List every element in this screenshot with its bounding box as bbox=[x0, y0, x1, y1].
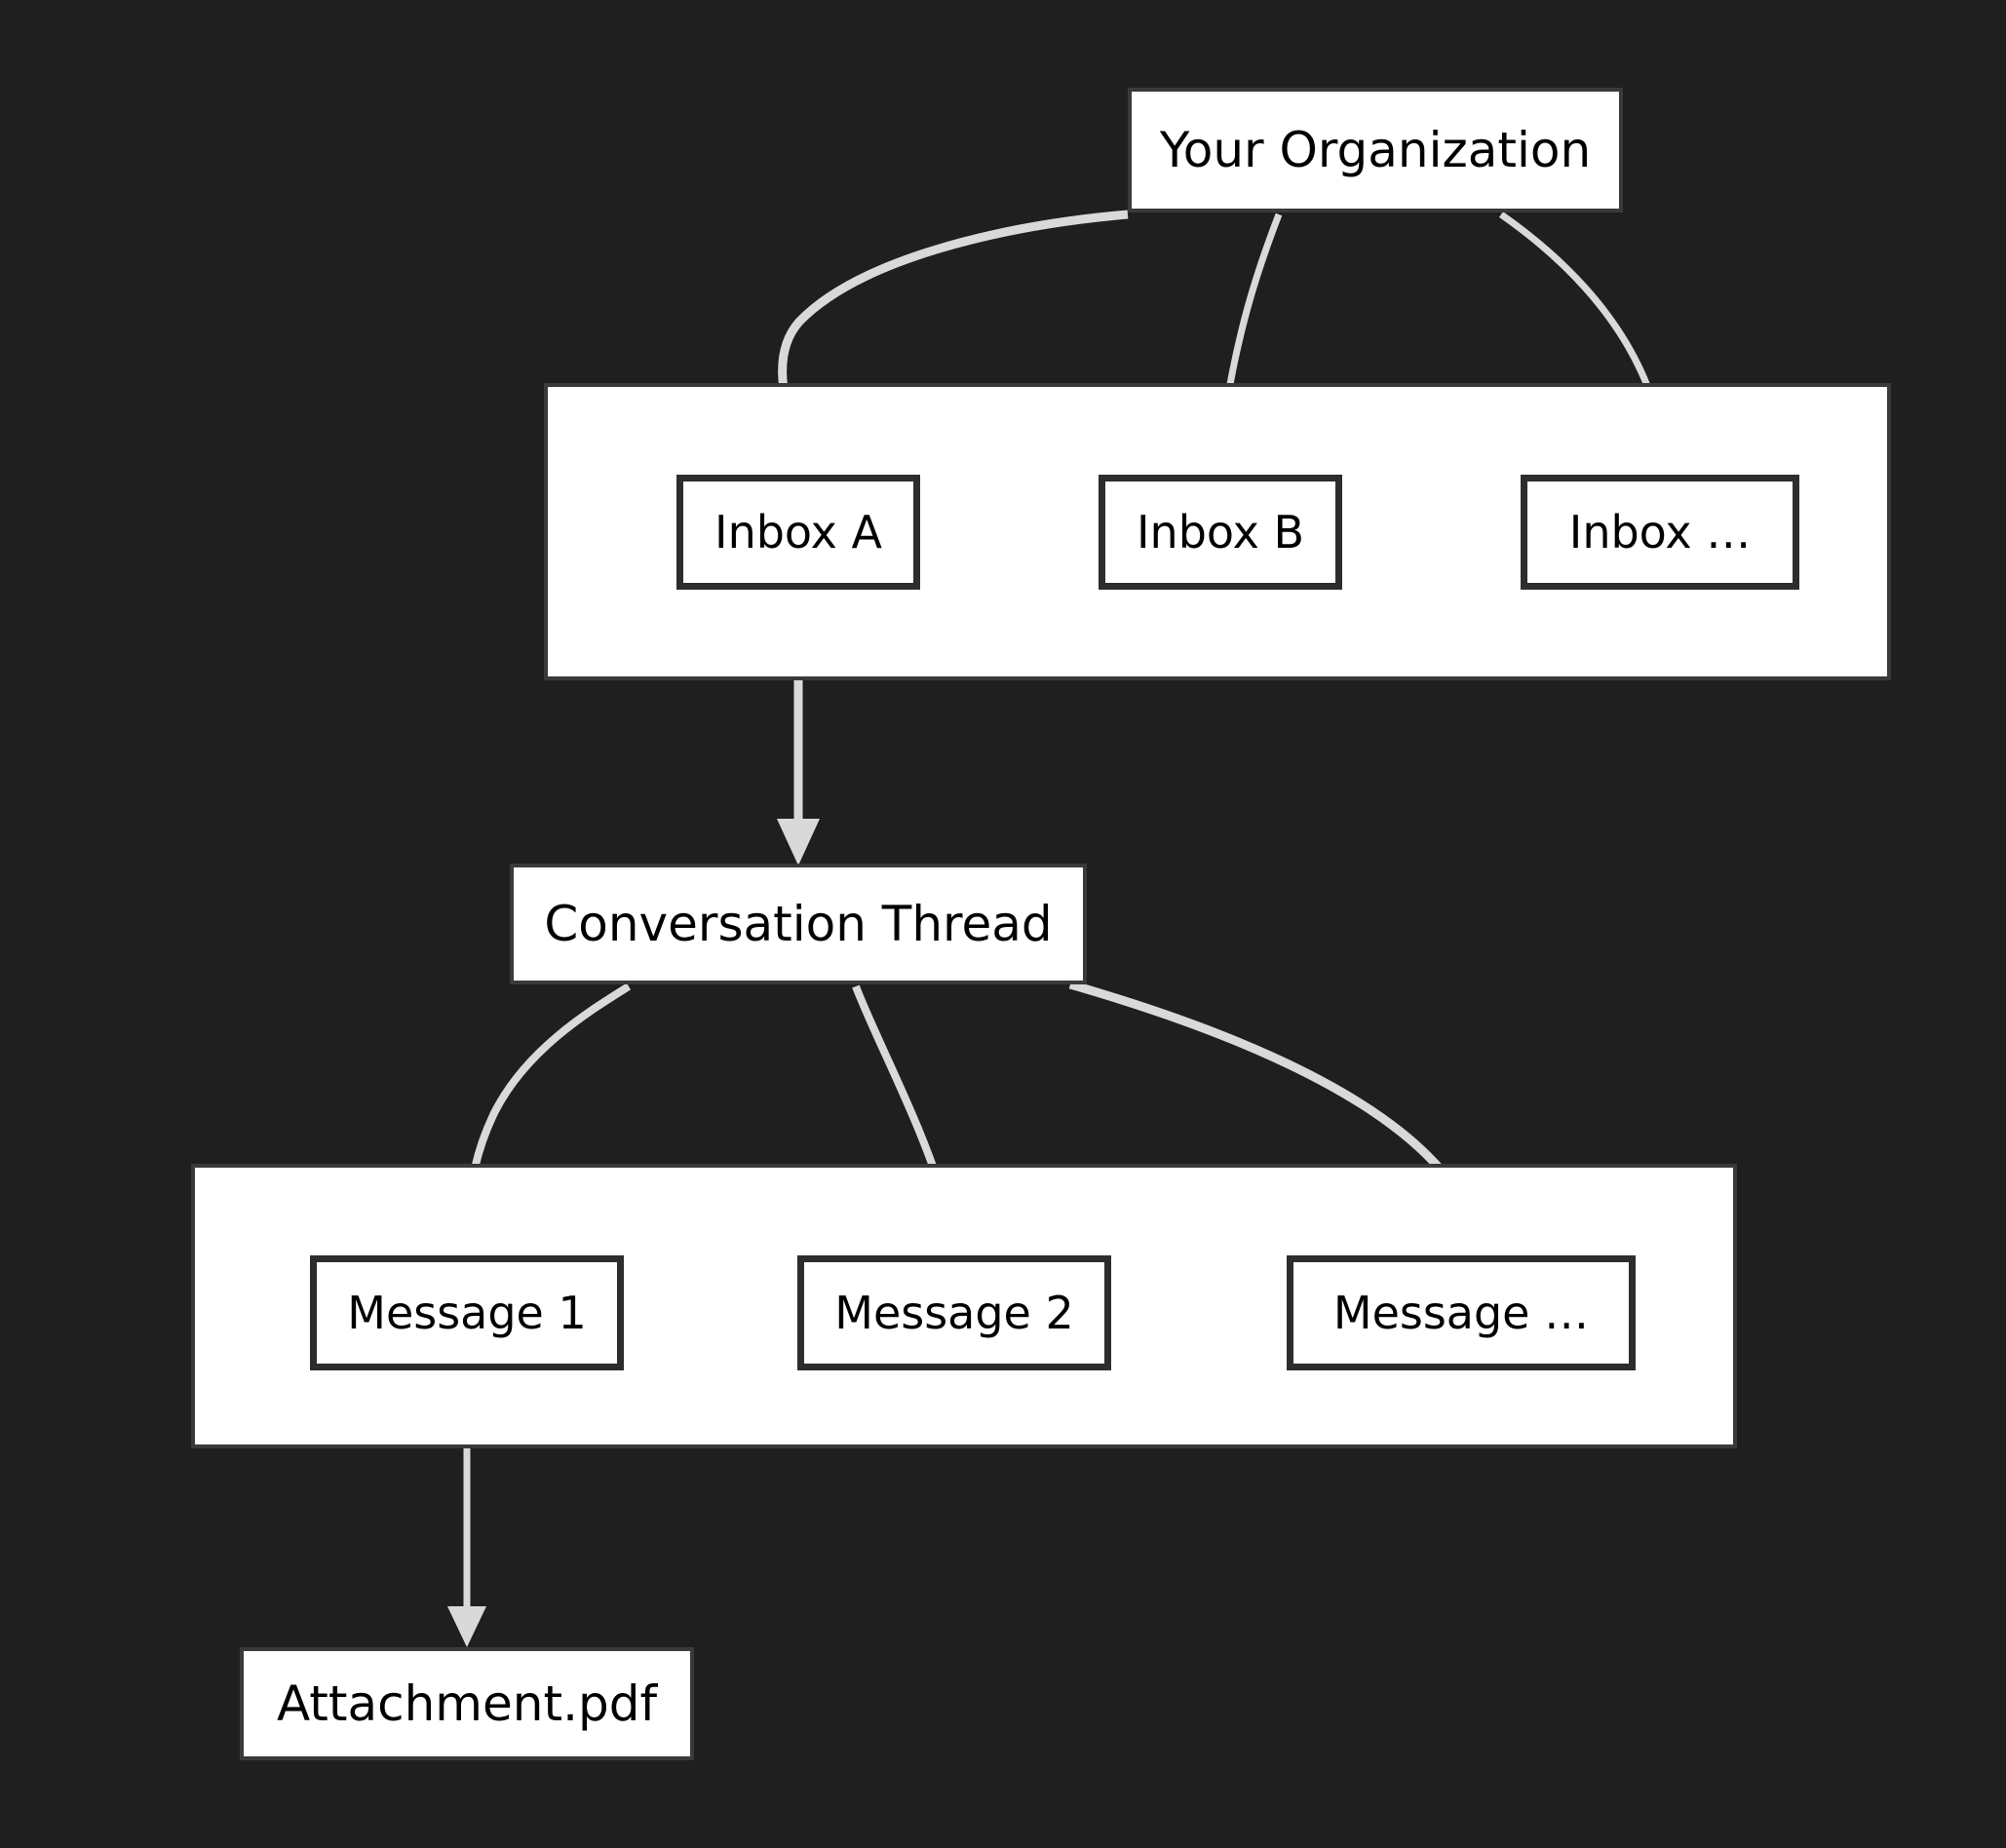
node-inbox-more[interactable]: Inbox … bbox=[1521, 475, 1799, 590]
node-inbox-b[interactable]: Inbox B bbox=[1099, 475, 1342, 590]
node-inbox-a[interactable]: Inbox A bbox=[676, 475, 920, 590]
node-your-organization[interactable]: Your Organization bbox=[1128, 88, 1623, 212]
node-conversation-thread[interactable]: Conversation Thread bbox=[510, 864, 1087, 984]
node-message-2[interactable]: Message 2 bbox=[797, 1255, 1111, 1370]
node-message-1[interactable]: Message 1 bbox=[310, 1255, 624, 1370]
node-attachment-pdf[interactable]: Attachment.pdf bbox=[240, 1647, 694, 1760]
node-message-more[interactable]: Message … bbox=[1287, 1255, 1636, 1370]
